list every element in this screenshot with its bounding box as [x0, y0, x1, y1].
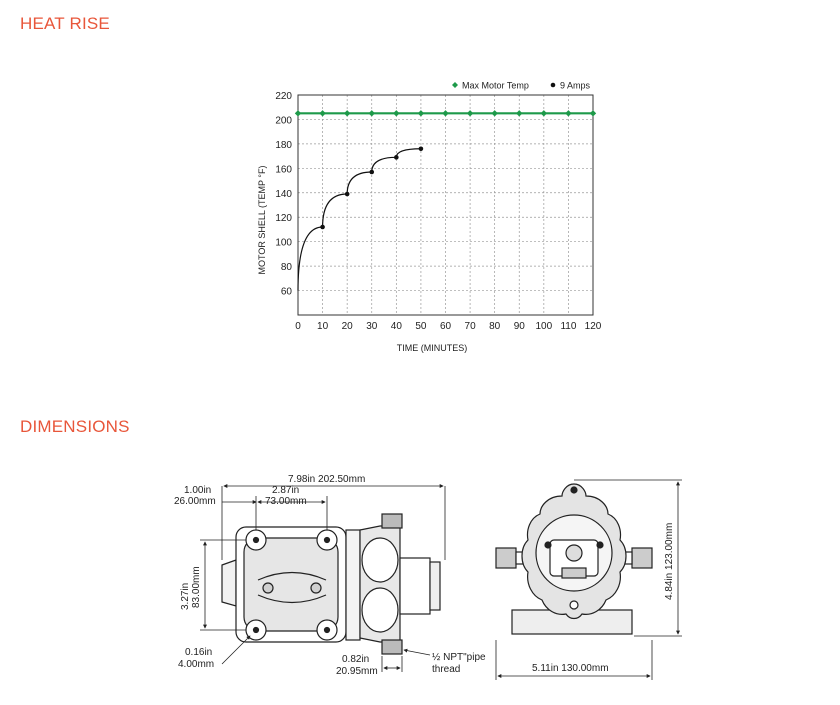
- x-tick-label: 30: [366, 321, 378, 332]
- data-point-diamond: [491, 110, 498, 117]
- data-point-diamond: [368, 110, 375, 117]
- y-tick-label: 120: [275, 213, 292, 224]
- thread-label-line1: ½ NPT"pipe: [432, 652, 486, 663]
- end-view-labels: 5.11in 130.00mm 4.84in 123.00mm: [532, 523, 675, 674]
- side-view-labels: 7.98in 202.50mm 1.00in 26.00mm 2.87in 73…: [174, 474, 486, 677]
- legend-marker-circle: [550, 82, 556, 88]
- thread-label-line2: thread: [432, 664, 460, 675]
- x-tick-label: 80: [489, 321, 501, 332]
- heat-rise-chart: 0 10 20 30 40 50 60 70 80 90 100 110 120 60 80 100 120 14…: [257, 81, 602, 354]
- port-len-in-label: 0.82in: [342, 654, 369, 665]
- x-tick-label: 50: [415, 321, 427, 332]
- end-view-dimensions: [495, 479, 682, 680]
- x-tick-label: 110: [560, 321, 576, 332]
- mount-height-in-label: 3.27in: [180, 583, 191, 610]
- hole-dia-in-label: 0.16in: [185, 647, 212, 658]
- x-tick-label: 70: [465, 321, 477, 332]
- tick-labels: 0 10 20 30 40 50 60 70 80 90 100 110 120 60 80 100 120 14…: [275, 91, 601, 332]
- mount-spacing-in-label: 2.87in: [272, 485, 299, 496]
- data-point-diamond: [516, 110, 523, 117]
- x-tick-label: 120: [585, 321, 602, 332]
- end-width-label: 5.11in 130.00mm: [532, 663, 609, 674]
- data-point-diamond: [466, 110, 474, 117]
- data-point-diamond: [393, 110, 400, 117]
- x-tick-label: 20: [342, 321, 354, 332]
- y-tick-label: 160: [275, 164, 292, 175]
- y-tick-label: 200: [275, 115, 292, 126]
- data-point-circle: [344, 191, 350, 197]
- pump-end-view: [495, 483, 653, 635]
- data-point-diamond: [294, 110, 302, 117]
- legend-marker-diamond: [452, 82, 458, 88]
- port-len-mm-label: 20.95mm: [336, 666, 378, 677]
- data-point-diamond: [442, 110, 449, 117]
- y-tick-label: 220: [275, 91, 292, 102]
- x-tick-label: 60: [440, 321, 452, 332]
- x-tick-label: 10: [317, 321, 329, 332]
- data-point-circle: [320, 224, 325, 230]
- y-tick-label: 60: [281, 287, 293, 298]
- y-tick-label: 100: [275, 238, 292, 249]
- dimensions-title: DIMENSIONS: [20, 417, 130, 436]
- data-point-diamond: [343, 110, 351, 117]
- data-point-diamond: [540, 110, 548, 117]
- offset-mm-label: 26.00mm: [174, 496, 216, 507]
- x-tick-label: 40: [391, 321, 403, 332]
- chart-legend: Max Motor Temp 9 Amps: [452, 81, 591, 91]
- x-tick-label: 90: [514, 321, 526, 332]
- legend-label: 9 Amps: [560, 81, 591, 91]
- data-point-diamond: [319, 110, 326, 117]
- x-tick-label: 100: [535, 321, 552, 332]
- data-point-circle: [418, 146, 424, 152]
- data-point-diamond: [417, 110, 425, 117]
- x-axis-label: TIME (MINUTES): [397, 343, 468, 353]
- data-point-circle: [369, 169, 375, 175]
- y-tick-label: 80: [281, 262, 293, 273]
- y-tick-label: 180: [275, 140, 292, 151]
- mount-height-mm-label: 83.00mm: [191, 566, 202, 608]
- heat-rise-title: HEAT RISE: [20, 14, 110, 33]
- x-tick-label: 0: [295, 321, 301, 332]
- hole-dia-mm-label: 4.00mm: [178, 659, 214, 670]
- end-height-label: 4.84in 123.00mm: [664, 523, 675, 600]
- y-tick-label: 140: [275, 189, 292, 200]
- offset-in-label: 1.00in: [184, 485, 211, 496]
- plot-frame: [297, 94, 594, 316]
- legend-label: Max Motor Temp: [462, 81, 529, 91]
- data-point-circle: [394, 155, 399, 160]
- pump-side-view: [221, 513, 441, 655]
- data-point-diamond: [565, 110, 572, 117]
- series-layer: [294, 110, 597, 291]
- overall-length-label: 7.98in 202.50mm: [288, 474, 365, 485]
- side-view-dimensions: [200, 484, 446, 672]
- y-axis-label: MOTOR SHELL (TEMP °F): [257, 166, 267, 275]
- mount-spacing-mm-label: 73.00mm: [265, 496, 307, 507]
- data-point-diamond: [589, 110, 597, 117]
